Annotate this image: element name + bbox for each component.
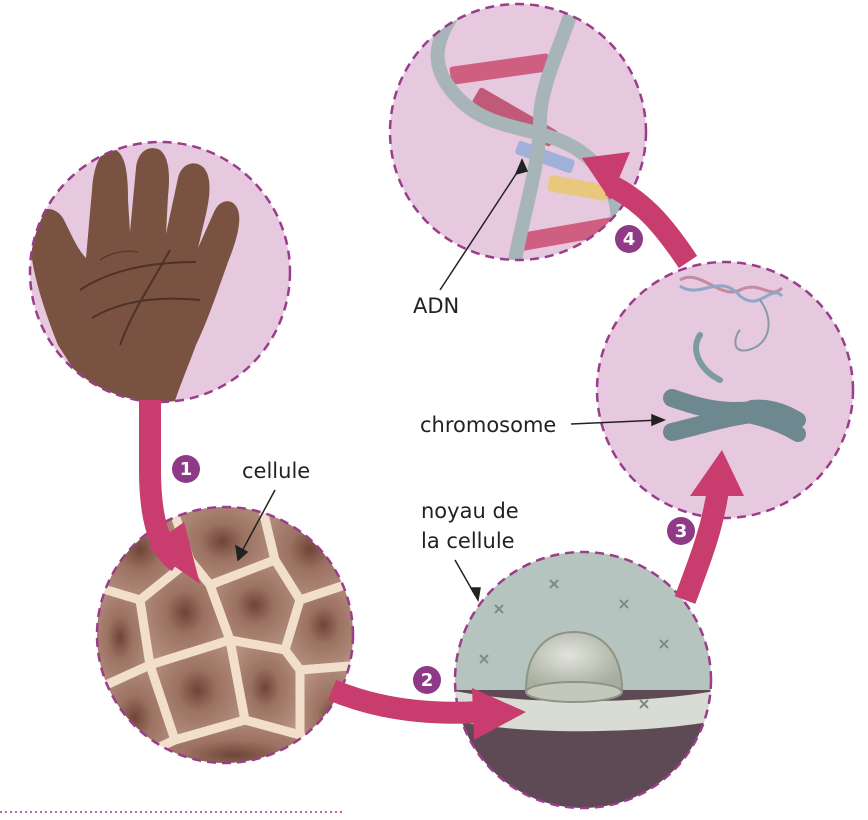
label-noyau-line2: la cellule	[421, 529, 515, 553]
step-4-number: 4	[623, 229, 636, 250]
label-noyau-line1: noyau de	[421, 499, 519, 523]
step-badge-3: 3	[667, 517, 695, 545]
step-badge-2: 2	[413, 666, 441, 694]
cell-tissue-image	[90, 498, 362, 790]
cell-circle	[90, 498, 362, 790]
step-badge-1: 1	[172, 455, 200, 483]
step-badge-4: 4	[615, 225, 643, 253]
step-3-number: 3	[675, 521, 688, 542]
label-adn: ADN	[413, 294, 459, 318]
label-cellule: cellule	[242, 459, 310, 483]
step-1-number: 1	[180, 459, 193, 480]
step-2-number: 2	[421, 670, 434, 691]
label-chromosome: chromosome	[420, 413, 556, 437]
dna-circle	[390, 0, 646, 290]
hand-circle	[30, 142, 290, 410]
